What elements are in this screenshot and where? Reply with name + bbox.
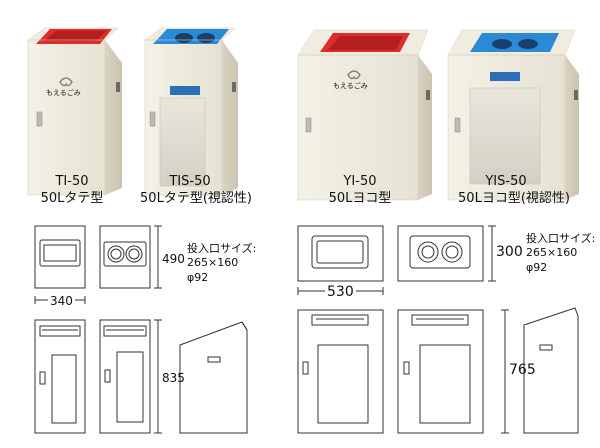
- label-ti50-model: TI-50: [55, 174, 89, 189]
- label-yis50-desc: 50Lヨコ型(視認性): [458, 191, 570, 206]
- bin-tis50-photo: [144, 27, 238, 196]
- bin-yi50-photo: [297, 29, 432, 201]
- bin-yis50-photo: [447, 29, 579, 201]
- panel-text-yi: もえるごみ: [333, 82, 368, 90]
- recycle-logo-icon: [59, 77, 73, 87]
- front-view-yis: [397, 309, 484, 434]
- front-view-ti: [34, 319, 86, 434]
- bin-ti50-photo: [27, 27, 122, 196]
- dim-width-left: 340: [48, 294, 75, 308]
- top-view-ti: [34, 225, 86, 289]
- top-view-yis: [397, 225, 484, 282]
- recycle-logo-icon: [347, 70, 361, 80]
- dim-depth-left: 490: [162, 252, 185, 266]
- label-ti50-desc: 50Lタテ型: [40, 191, 104, 206]
- label-tis50-desc: 50Lタテ型(視認性): [140, 191, 252, 206]
- side-view-ti: [179, 321, 248, 434]
- top-view-tis: [99, 225, 151, 289]
- panel-text-ti: もえるごみ: [46, 89, 81, 97]
- label-yi50-model: YI-50: [343, 174, 377, 189]
- see-through-window: [159, 97, 206, 187]
- opening-spec-left-size: 265×160: [187, 256, 239, 269]
- opening-spec-right-phi: φ92: [526, 261, 548, 274]
- dim-height-right: 765: [509, 362, 536, 378]
- opening-spec-right-size: 265×160: [526, 246, 578, 259]
- label-yi50-desc: 50Lヨコ型: [328, 191, 392, 206]
- see-through-window: [469, 87, 541, 185]
- opening-spec-left-title: 投入口サイズ:: [187, 242, 257, 255]
- dim-height-left: 835: [162, 371, 185, 385]
- label-yis50-model: YIS-50: [485, 174, 527, 189]
- opening-spec-left-phi: φ92: [187, 271, 209, 284]
- top-view-yi: [297, 225, 384, 282]
- dim-depth-right: 300: [496, 244, 523, 260]
- label-tis50-model: TIS-50: [169, 174, 211, 189]
- dim-width-right: 530: [325, 284, 356, 300]
- opening-spec-right-title: 投入口サイズ:: [526, 232, 596, 245]
- front-view-tis: [99, 319, 151, 434]
- side-view-yi: [523, 307, 579, 434]
- lid-opening: [470, 33, 559, 52]
- front-view-yi: [297, 309, 384, 434]
